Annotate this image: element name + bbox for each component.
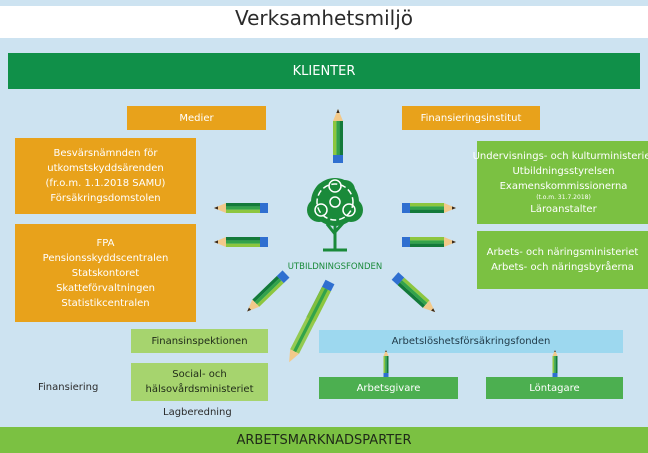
undervisning-line: Utbildningsstyrelsen <box>512 165 615 177</box>
finansieringsinstitut-label: Finansieringsinstitut <box>420 112 522 124</box>
besvar-box: Besvärsnämnden för utkomstskyddsärenden … <box>15 138 196 214</box>
pencil-arrow-icon <box>391 272 439 316</box>
pencil-arrow-icon <box>243 270 290 316</box>
lontagare-box: Löntagare <box>486 377 623 399</box>
fpa-line: Pensionsskyddscentralen <box>42 252 169 264</box>
center-label: UTBILDNINGSFONDEN <box>288 262 382 272</box>
undervisning-note: (t.o.m. 31.7.2018) <box>536 193 591 201</box>
fpa-line: Statskontoret <box>71 267 140 279</box>
tree-icon <box>307 178 363 252</box>
pencil-arrow-icon <box>383 350 389 377</box>
employer-parties-bar: ARBETSMARKNADSPARTER <box>0 427 648 453</box>
finansieringsinstitut-box: Finansieringsinstitut <box>402 106 540 130</box>
besvar-line: Försäkringsdomstolen <box>50 193 161 204</box>
besvar-line: Besvärsnämnden för <box>53 148 158 159</box>
laroanstalter-label: Läroanstalter <box>530 203 597 215</box>
social-line: Social- och <box>172 369 227 380</box>
besvar-line: (fr.o.m. 1.1.2018 SAMU) <box>45 178 166 189</box>
fpa-box: FPA Pensionsskyddscentralen Statskontore… <box>15 224 196 322</box>
arbetsgivare-box: Arbetsgivare <box>319 377 458 399</box>
lagberedning-label: Lagberedning <box>163 407 232 418</box>
pencil-arrow-icon <box>402 203 456 213</box>
fpa-line: FPA <box>96 237 115 249</box>
finansiering-label: Finansiering <box>38 382 99 393</box>
arbetsloshet-box: Arbetslöshetsförsäkringsfonden <box>319 330 623 353</box>
pencil-arrow-icon <box>289 279 335 363</box>
medier-box: Medier <box>127 106 266 130</box>
undervisning-line: Examenskommissionerna <box>499 180 628 192</box>
arbetsgivare-label: Arbetsgivare <box>356 382 421 394</box>
social-line: hälsovårdsministeriet <box>145 384 254 395</box>
arbets-box: Arbets- och näringsministeriet Arbets- o… <box>477 231 648 289</box>
pencil-arrow-icon <box>214 203 268 213</box>
pencil-arrow-icon <box>402 237 456 247</box>
arbets-line: Arbets- och näringsbyråerna <box>491 262 634 273</box>
finansinspektionen-label: Finansinspektionen <box>151 335 248 347</box>
lontagare-label: Löntagare <box>529 382 580 394</box>
undervisning-box: Undervisnings- och kulturministeriet Utb… <box>473 141 648 224</box>
fpa-line: Skatteförvaltningen <box>56 282 155 294</box>
undervisning-line: Undervisnings- och kulturministeriet <box>472 150 648 162</box>
arbets-line: Arbets- och näringsministeriet <box>486 247 639 258</box>
page-title: Verksamhetsmiljö <box>0 6 648 38</box>
clients-bar: KLIENTER <box>8 53 640 89</box>
social-box: Social- och hälsovårdsministeriet <box>131 363 268 401</box>
pencil-arrow-icon <box>333 109 343 163</box>
besvar-line: utkomstskyddsärenden <box>47 163 164 174</box>
fpa-line: Statistikcentralen <box>61 297 150 309</box>
finansinspektionen-box: Finansinspektionen <box>131 329 268 353</box>
pencil-arrow-icon <box>552 350 558 377</box>
pencil-arrow-icon <box>214 237 268 247</box>
arbetsloshet-label: Arbetslöshetsförsäkringsfonden <box>391 336 551 347</box>
medier-label: Medier <box>179 112 214 124</box>
